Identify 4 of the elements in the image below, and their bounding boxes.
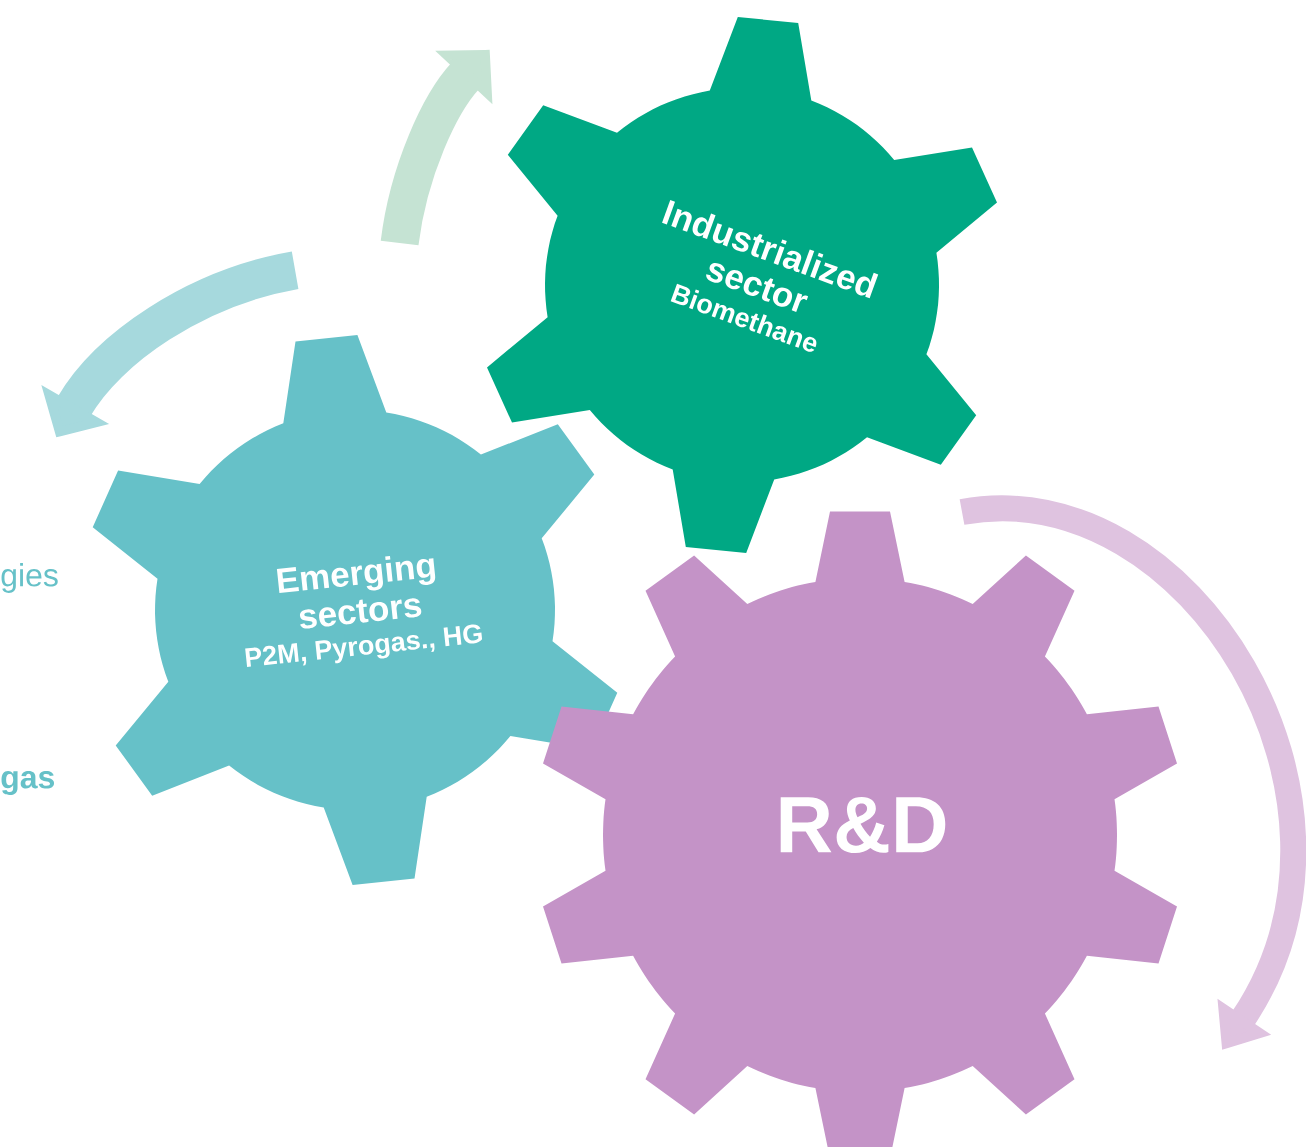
side-label: gas — [1, 771, 55, 795]
gear: R&D — [543, 511, 1177, 1147]
side-label: gies — [1, 563, 58, 593]
gear: Emerging sectors P2M, Pyrogas., HG — [92, 335, 618, 885]
